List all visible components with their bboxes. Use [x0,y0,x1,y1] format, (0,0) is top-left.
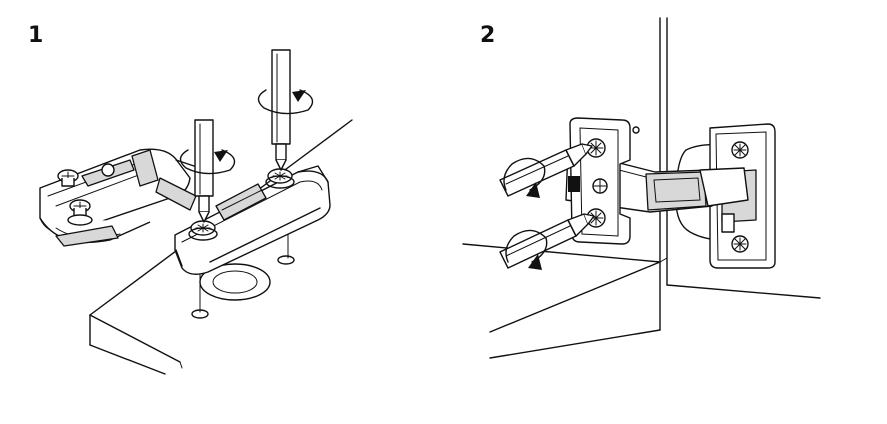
rotation-arrow-icon [505,229,548,270]
step-1-panel [39,49,353,375]
screw-icon [592,178,608,194]
screw-icon [265,168,295,189]
screw-icon [731,235,749,253]
step-1-number: 1 [28,23,44,48]
screwdriver-icon [194,119,214,223]
step-2-panel [462,17,821,359]
screw-icon [57,169,79,187]
rotation-arrow-icon [257,89,314,115]
mounting-plate [174,165,331,275]
cabinet-walls [462,17,821,359]
screwdriver-icon [499,213,595,269]
screwdriver-icon [271,49,291,171]
screw-icon [67,199,93,226]
screw-icon [586,208,606,228]
screw-icon [731,141,749,159]
rotation-arrow-icon [503,157,546,198]
step-2-number: 2 [480,23,496,48]
hinge-arm [39,148,205,247]
rotation-arrow-icon [179,149,236,175]
screw-icon [188,220,218,241]
screwdriver-icon [499,143,593,197]
